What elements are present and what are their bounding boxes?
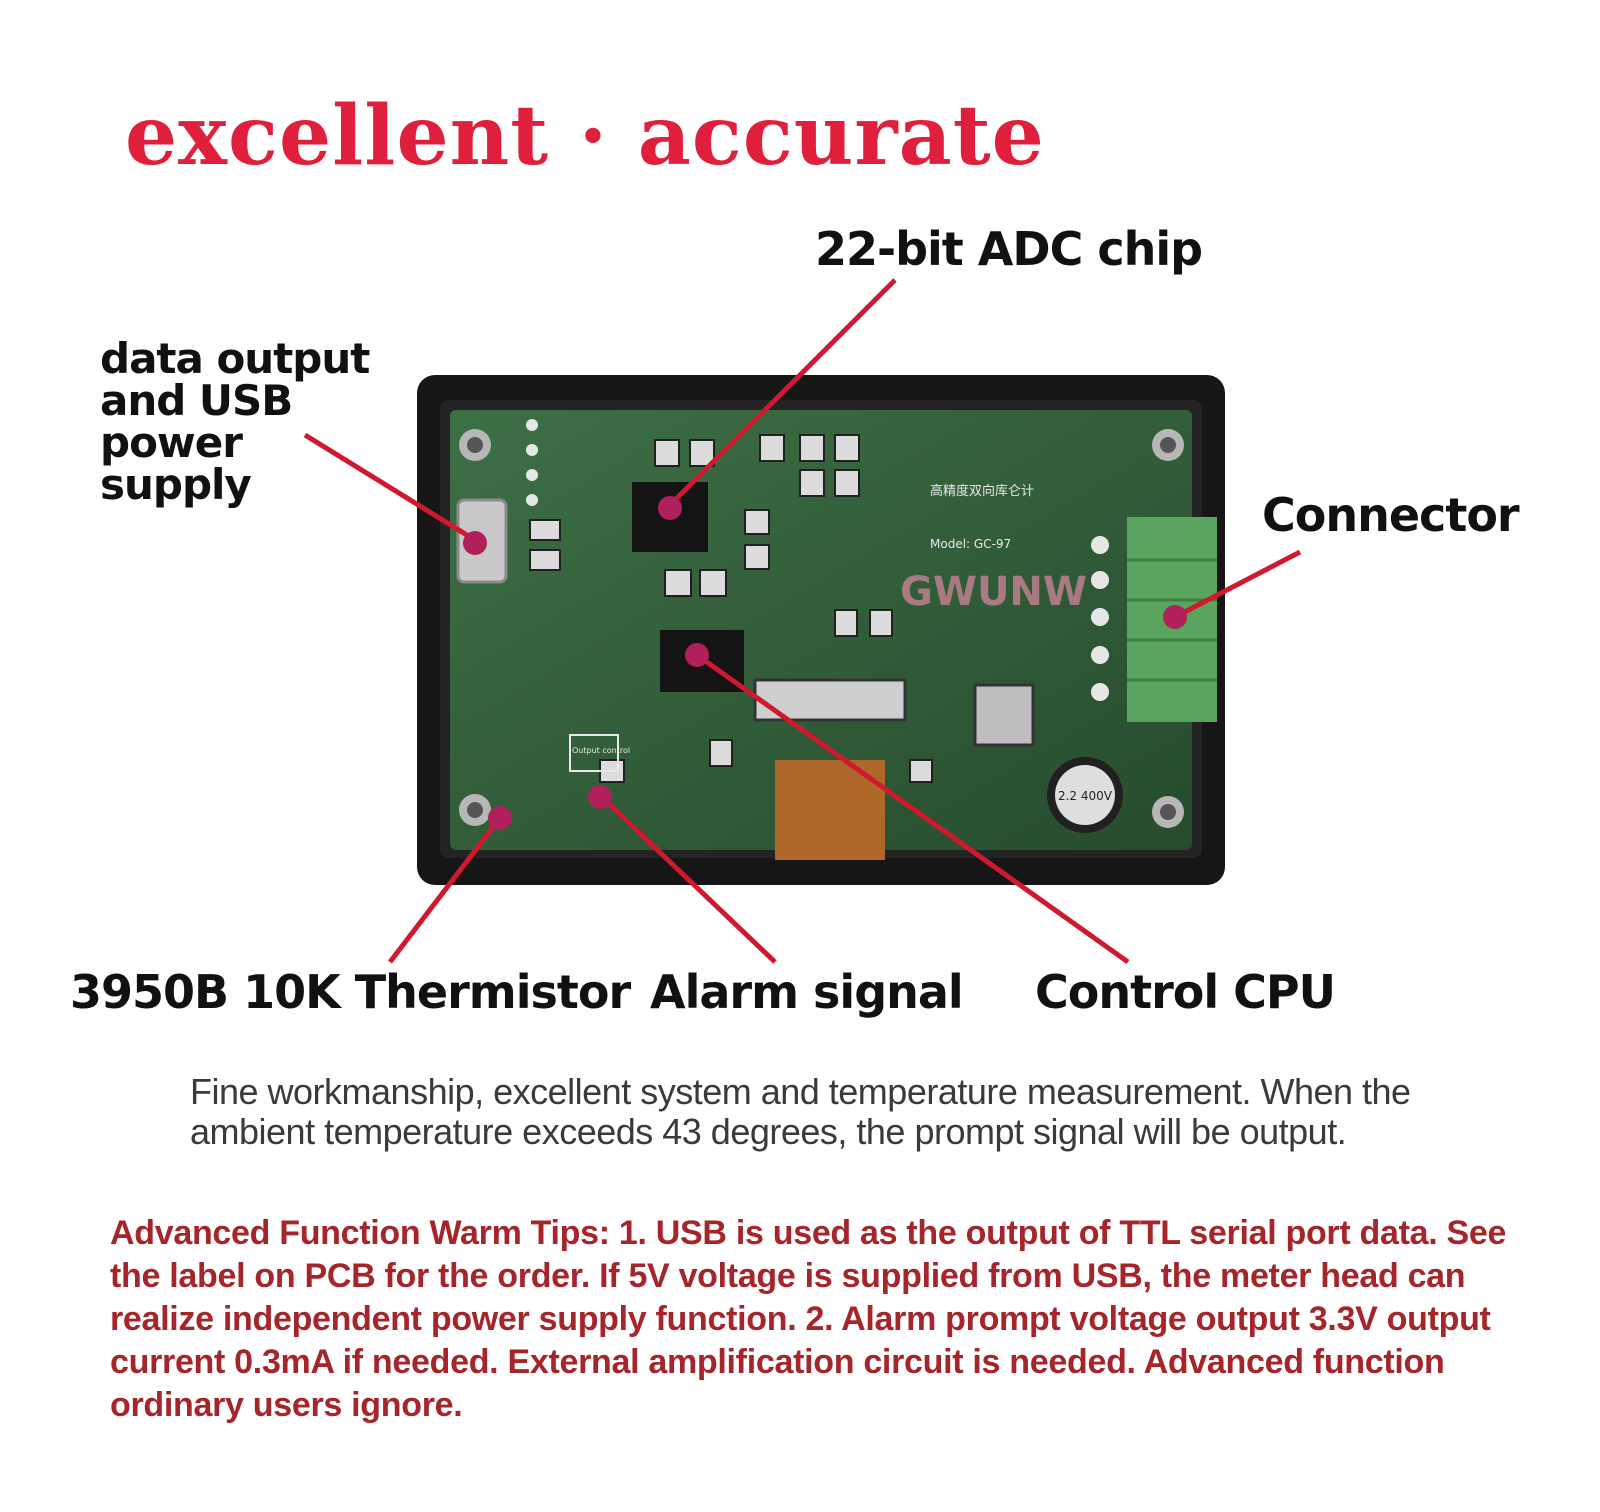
description: Fine workmanship, excellent system and t… [190,1071,1411,1152]
board-model: Model: GC-97 [930,537,1011,551]
output-control-label: Output control [572,746,630,755]
regulator [973,683,1035,747]
capacitor-label: 2.2 400V [1058,789,1113,803]
headline: excellent · accurate [125,88,1045,184]
screw-icon [459,429,491,461]
marker-dots [463,496,1187,830]
output-control-box [569,734,619,772]
smd-components [529,434,933,783]
screw-icon [1152,429,1184,461]
terminal-pins [1091,536,1109,701]
callout-alarm: Alarm signal [650,965,964,1019]
callout-thermistor: 3950B 10K Thermistor [70,965,631,1019]
callout-usb: data output and USB power supply [100,334,370,509]
callout-connector: Connector [1262,488,1520,542]
callout-adc-chip: 22-bit ADC chip [815,222,1203,276]
header-pads [526,419,538,506]
leader-lines [303,278,1302,965]
screw-icon [1152,796,1184,828]
board-brand-watermark: GWUNW [900,569,1087,615]
board-chinese-label: 高精度双向库仑计 [930,483,1034,499]
warm-tips: Advanced Function Warm Tips: 1. USB is u… [110,1214,1507,1424]
callout-cpu: Control CPU [1035,965,1336,1019]
screw-icon [459,794,491,826]
